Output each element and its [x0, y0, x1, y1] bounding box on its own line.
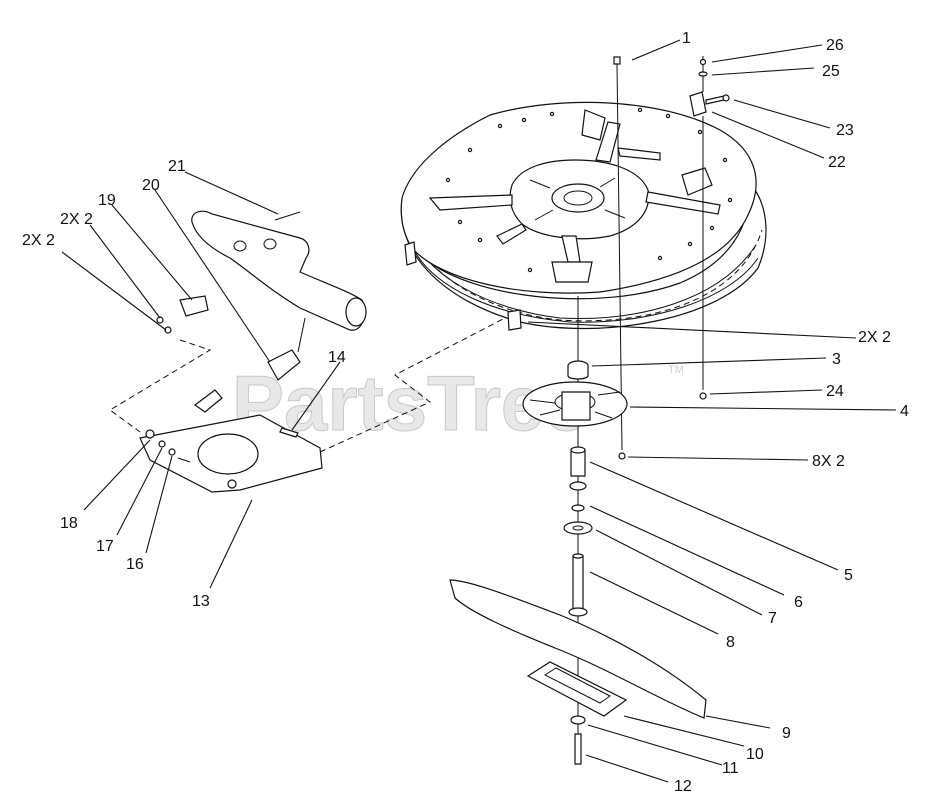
callout-3: 3 — [832, 351, 841, 368]
callout-13: 13 — [192, 593, 210, 610]
callout-16: 16 — [126, 556, 144, 573]
callout-8x2: 8X 2 — [812, 453, 845, 470]
callout-22: 22 — [828, 154, 846, 171]
spindle-stack[interactable] — [522, 296, 628, 765]
callout-23: 23 — [836, 122, 854, 139]
callout-24: 24 — [826, 383, 844, 400]
callout-5: 5 — [844, 567, 853, 584]
callout-labels: 1 26 25 23 22 21 20 19 2X 2 2X 2 2X 2 14… — [22, 30, 909, 795]
callout-7: 7 — [768, 610, 777, 627]
leader-lines — [61, 39, 897, 783]
part-20-link[interactable] — [267, 349, 301, 381]
part-22-26-fasteners[interactable] — [689, 56, 730, 400]
callout-1: 1 — [682, 30, 691, 47]
callout-26: 26 — [826, 37, 844, 54]
part-9-blade[interactable] — [449, 579, 707, 719]
part-14-pin[interactable] — [279, 427, 299, 438]
part-1-bolt[interactable] — [613, 56, 626, 460]
callout-19: 19 — [98, 192, 116, 209]
callout-18: 18 — [60, 515, 78, 532]
deck-rivets — [445, 107, 733, 273]
callout-20: 20 — [142, 177, 160, 194]
watermark-tm: TM — [668, 364, 684, 376]
part-19-bracket[interactable] — [179, 295, 209, 317]
callout-25: 25 — [822, 63, 840, 80]
callout-21: 21 — [168, 158, 186, 175]
callout-2x2-a: 2X 2 — [60, 211, 93, 228]
callout-11: 11 — [722, 760, 739, 777]
mower-deck[interactable] — [400, 101, 767, 331]
callout-8: 8 — [726, 634, 735, 651]
part-21-mounting-plate[interactable] — [191, 210, 365, 331]
callout-4: 4 — [900, 403, 909, 420]
callout-10: 10 — [746, 746, 764, 763]
callout-2x2-c: 2X 2 — [858, 329, 891, 346]
belt-path-line — [109, 317, 506, 453]
callout-17: 17 — [96, 538, 114, 555]
callout-9: 9 — [782, 725, 791, 742]
callout-6: 6 — [794, 594, 803, 611]
callout-2x2-b: 2X 2 — [22, 232, 55, 249]
callout-12: 12 — [674, 778, 692, 795]
callout-14: 14 — [328, 349, 346, 366]
